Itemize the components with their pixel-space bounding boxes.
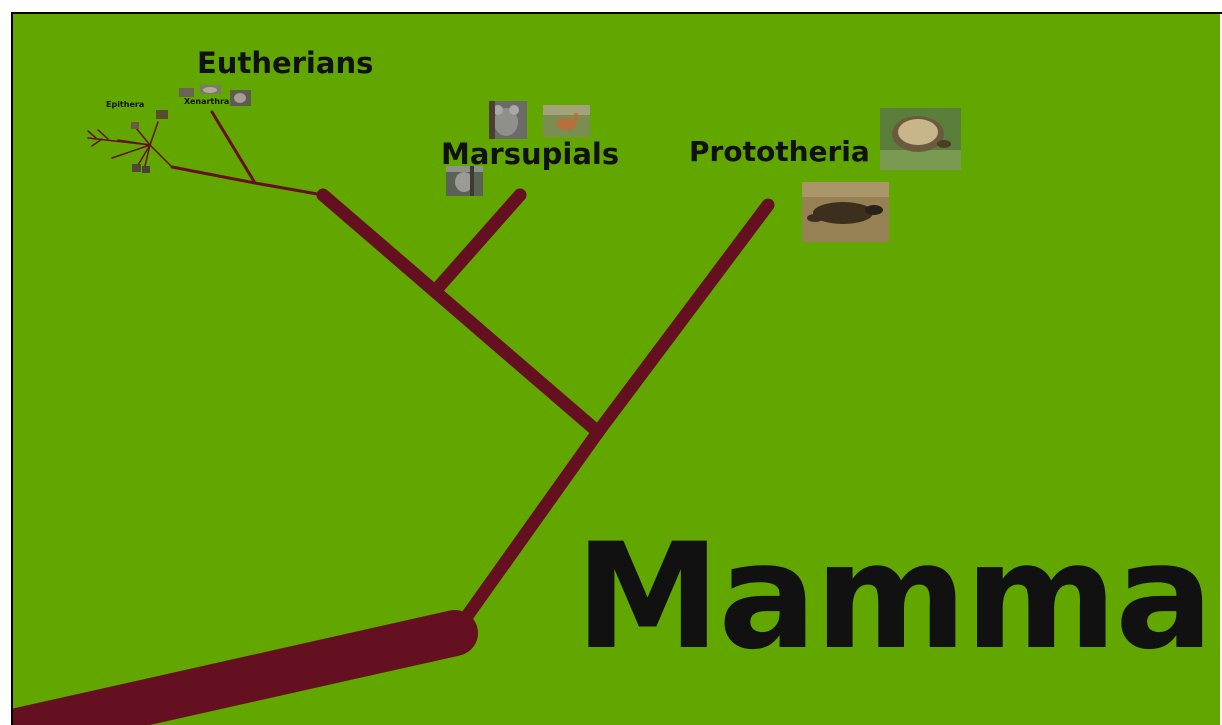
prototheria-label: Prototheria xyxy=(689,135,870,168)
mammalia-title: Mammali xyxy=(575,512,1222,682)
epithera-label: Epithera xyxy=(106,100,144,109)
xenarthra-label: Xenarthra xyxy=(184,97,229,106)
koala-photo-icon xyxy=(489,101,527,139)
marsupials-label: Marsupials xyxy=(441,137,619,171)
eutherians-label: Eutherians xyxy=(197,46,373,80)
platypus-photo-icon xyxy=(802,182,889,242)
echidna-photo-icon xyxy=(880,108,961,170)
kangaroo-photo-icon xyxy=(543,105,590,137)
